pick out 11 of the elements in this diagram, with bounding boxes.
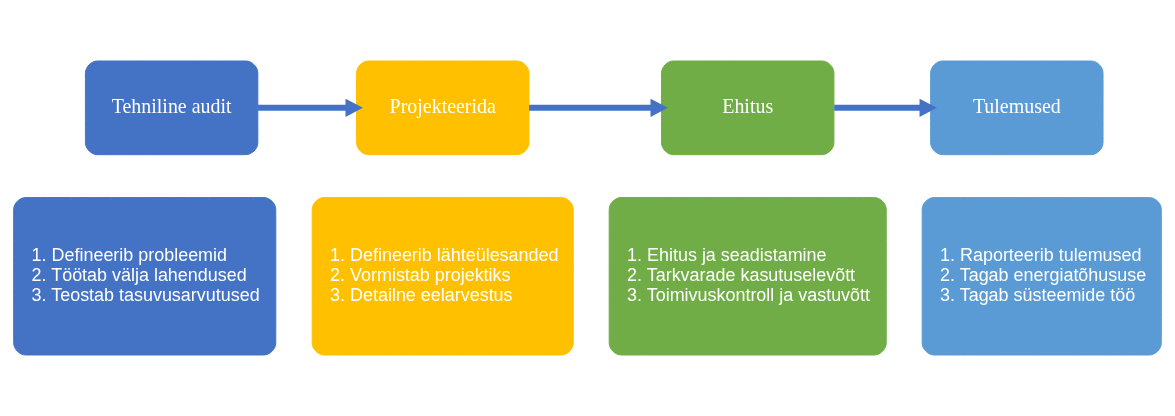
arrow — [257, 98, 363, 117]
arrow — [529, 98, 668, 117]
node-box: 1. Defineerib probleemid 2. Töötab välja lahendused 3. Teostab tasuvusarvutused — [13, 197, 277, 356]
node-box: Tehniline audit — [84, 60, 259, 156]
node-box: 1. Ehitus ja seadistamine 2. Tarkvarade kasutuselevõtt 3. Toimivuskontroll ja vastuvõtt — [608, 197, 887, 356]
node-box: Tulemused — [930, 60, 1104, 156]
node-box: Ehitus — [661, 60, 835, 156]
arrow — [834, 98, 937, 117]
node-box: 1. Defineerib lähteülesanded 2. Vormistab projektiks 3. Detailne eelarvestus — [311, 197, 574, 356]
node-box: 1. Raporteerib tulemused 2. Tagab energiatõhususe 3. Tagab süsteemide töö — [921, 197, 1162, 356]
node-box: Projekteerida — [356, 60, 530, 156]
